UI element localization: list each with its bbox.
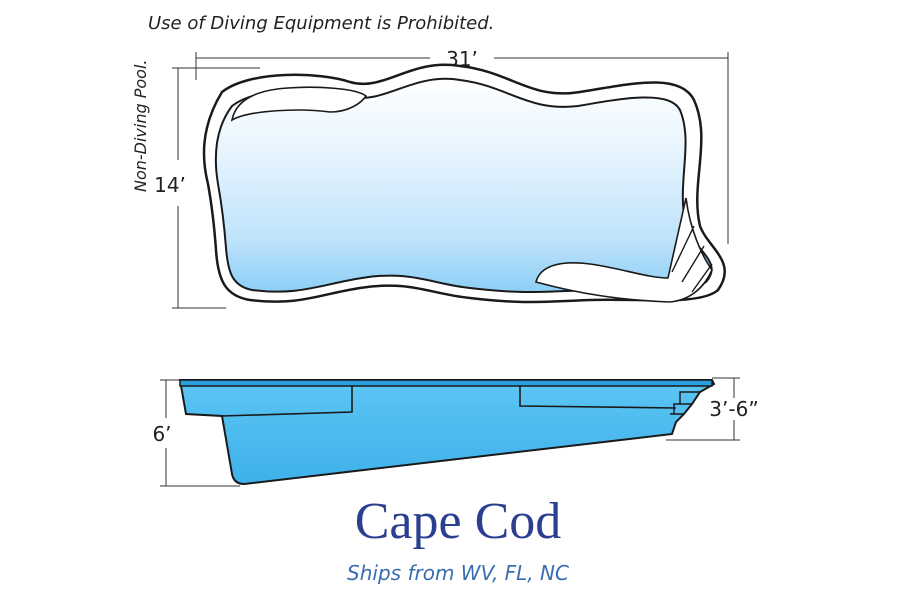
pool-profile-bench-left [221,386,353,417]
width-dimension-label: 14’ [154,173,186,197]
deep-end-depth-label: 6’ [152,422,171,446]
profile-dimension-lines [160,377,740,487]
pool-step-line [681,245,705,283]
ships-from-text: Ships from WV, FL, NC [347,561,569,585]
pool-profile-body [178,379,716,486]
non-diving-notice: Non-Diving Pool. [131,60,150,193]
pool-plan-view [202,63,726,304]
pool-profile-view [178,379,716,486]
plan-dimension-lines [172,52,729,309]
pool-profile-steps [670,391,700,415]
pool-profile-coping [179,379,713,387]
pool-profile-bench-right [519,386,677,409]
pool-step-line [671,225,695,273]
product-name: Cape Cod [355,493,562,550]
pool-bench-right [535,197,713,303]
pool-bench-left [230,86,368,122]
pool-step-line [691,263,713,293]
diving-notice: Use of Diving Equipment is Prohibited. [148,13,494,34]
shallow-end-depth-label: 3’-6” [709,397,758,421]
